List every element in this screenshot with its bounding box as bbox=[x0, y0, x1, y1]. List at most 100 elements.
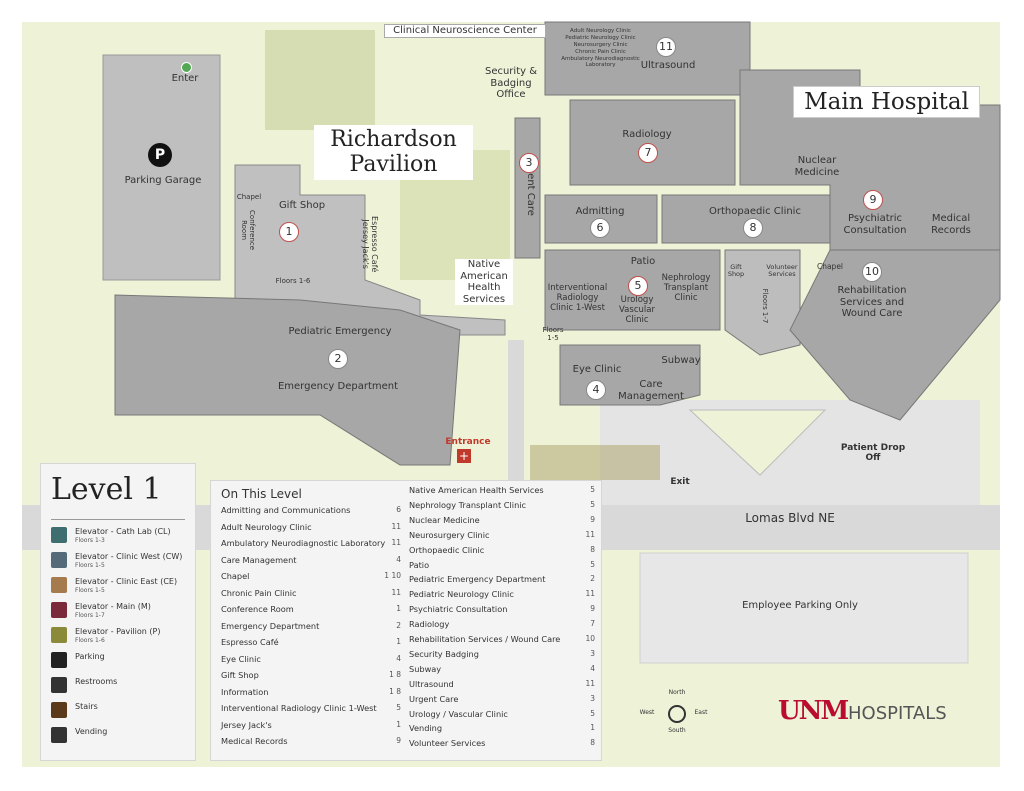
legend-item: Elevator - Clinic West (CW)Floors 1-5 bbox=[51, 551, 191, 573]
directory-item-name: Medical Records bbox=[221, 736, 288, 746]
parking-garage-label: Parking Garage bbox=[124, 175, 202, 186]
radiology-block bbox=[569, 99, 736, 186]
directory-item: Chapel 1 10 bbox=[221, 571, 401, 587]
marker-9: 9 bbox=[863, 190, 883, 210]
level-title: Level 1 bbox=[51, 472, 162, 507]
legend-panel: Level 1 Elevator - Cath Lab (CL)Floors 1… bbox=[40, 463, 196, 761]
directory-item-number: 4 bbox=[396, 554, 401, 564]
shrubs bbox=[265, 30, 375, 130]
neuro-clinic-item: Ambulatory Neurodiagnostic Laboratory bbox=[561, 55, 640, 69]
enter-label: Enter bbox=[171, 73, 199, 84]
directory-item-number: 6 bbox=[396, 505, 401, 514]
legend-swatch-icon bbox=[51, 527, 67, 543]
legend-label: Vending bbox=[75, 727, 108, 736]
directory-item-number: 10 bbox=[585, 634, 595, 643]
legend-label: Elevator - Clinic West (CW) bbox=[75, 552, 183, 561]
legend-swatch-icon bbox=[51, 652, 67, 668]
unm-logo: UNM bbox=[778, 696, 849, 726]
directory-item-name: Chronic Pain Clinic bbox=[221, 587, 297, 598]
compass-south: South bbox=[668, 727, 686, 734]
directory-item-number: 2 bbox=[590, 574, 595, 584]
directory-item-number: 1 10 bbox=[384, 571, 401, 580]
legend-label: Elevator - Main (M) bbox=[75, 602, 151, 611]
marker-11: 11 bbox=[656, 37, 676, 57]
neuro-clinic-item: Pediatric Neurology Clinic bbox=[565, 34, 636, 41]
legend-label: Stairs bbox=[75, 702, 98, 711]
floors-clinic-label: Floors 1-5 bbox=[542, 326, 564, 343]
directory-item-name: Neurosurgery Clinic bbox=[409, 529, 490, 540]
legend-item: Elevator - Pavilion (P)Floors 1-6 bbox=[51, 626, 191, 648]
directory-item: Vending 1 bbox=[409, 723, 595, 737]
neuro-clinic-item: Neurosurgery Clinic bbox=[573, 41, 628, 48]
security-label: Security & Badging Office bbox=[484, 66, 538, 100]
richardson-pavilion-label: Richardson Pavilion bbox=[314, 125, 473, 180]
legend-label: Restrooms bbox=[75, 677, 118, 686]
exit-label: Exit bbox=[670, 477, 690, 487]
compass-east: East bbox=[694, 709, 708, 716]
directory-item-name: Espresso Café bbox=[221, 637, 279, 647]
directory-item-name: Chapel bbox=[221, 571, 250, 581]
legend-label: Elevator - Clinic East (CE) bbox=[75, 577, 178, 586]
chapel-main-label: Chapel bbox=[816, 262, 844, 271]
shrubs bbox=[530, 445, 660, 480]
main-hospital-label: Main Hospital bbox=[793, 86, 980, 119]
directory-title: On This Level bbox=[221, 487, 302, 501]
directory-item-name: Ultrasound bbox=[409, 678, 454, 689]
legend-sublabel: Floors 1-5 bbox=[75, 587, 105, 594]
directory-item-number: 5 bbox=[590, 485, 595, 494]
floors-main-label: Floors 1-7 bbox=[761, 288, 770, 324]
directory-item-number: 1 bbox=[590, 723, 595, 733]
marker-5: 5 bbox=[628, 276, 648, 296]
directory-item-name: Psychiatric Consultation bbox=[409, 604, 508, 615]
legend-swatch-icon bbox=[51, 552, 67, 568]
directory-item-name: Urology / Vascular Clinic bbox=[409, 708, 508, 719]
directory-item-name: Urgent Care bbox=[409, 693, 459, 704]
directory-item-name: Patio bbox=[409, 559, 430, 570]
ortho-label: Orthopaedic Clinic bbox=[709, 206, 801, 217]
directory-item-name: Nuclear Medicine bbox=[409, 514, 480, 525]
walkway bbox=[508, 340, 524, 510]
eye-clinic-label: Eye Clinic bbox=[572, 364, 622, 375]
legend-label: Elevator - Pavilion (P) bbox=[75, 627, 161, 636]
directory-item-number: 3 bbox=[590, 648, 595, 658]
legend-sublabel: Floors 1-5 bbox=[75, 562, 105, 569]
directory-item-name: Nephrology Transplant Clinic bbox=[409, 499, 527, 510]
legend-item: Stairs bbox=[51, 701, 191, 723]
directory-item-name: Eye Clinic bbox=[221, 653, 261, 664]
urgent-care-building bbox=[514, 117, 541, 259]
entrance-marker-icon bbox=[181, 62, 192, 73]
legend-swatch-icon bbox=[51, 702, 67, 718]
floors-pavilion-label: Floors 1-6 bbox=[275, 277, 311, 285]
directory-item-name: Vending bbox=[409, 723, 443, 734]
marker-4: 4 bbox=[586, 380, 606, 400]
gift-shop-pav-label: Gift Shop bbox=[278, 200, 326, 211]
directory-item-number: 1 bbox=[396, 637, 401, 646]
directory-item-number: 5 bbox=[396, 703, 401, 712]
patient-drop-off-label: Patient Drop Off bbox=[840, 443, 906, 464]
compass: North South West East bbox=[640, 689, 712, 740]
parking-lot-area bbox=[600, 400, 980, 505]
marker-6: 6 bbox=[590, 218, 610, 238]
neuro-clinic-item: Adult Neurology Clinic bbox=[570, 28, 631, 34]
directory-item-name: Radiology bbox=[409, 619, 450, 630]
emergency-building bbox=[114, 294, 461, 466]
directory-item-number: 8 bbox=[590, 738, 595, 748]
legend-swatch-icon bbox=[51, 602, 67, 618]
directory-item-name: Volunteer Services bbox=[409, 738, 486, 749]
